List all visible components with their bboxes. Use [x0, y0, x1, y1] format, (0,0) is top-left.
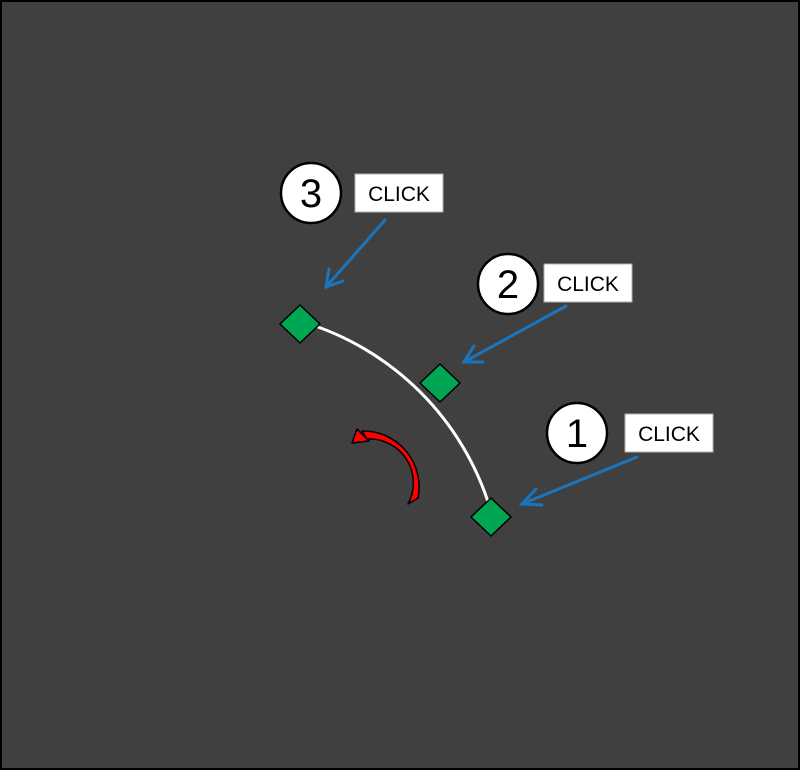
arrow-icon — [518, 455, 639, 507]
counterclockwise-arrow-icon — [351, 428, 420, 505]
step-2-callout: 2 CLICK — [476, 252, 633, 316]
step-2-badge — [476, 252, 540, 316]
step-2-label-box — [543, 263, 633, 303]
step-3-label: CLICK — [368, 183, 430, 206]
step-3-number: 3 — [300, 172, 322, 216]
step-1-number: 1 — [566, 412, 588, 456]
diamond-point-icon[interactable] — [418, 362, 462, 404]
arc-curve — [302, 320, 492, 509]
step-1-label: CLICK — [638, 423, 700, 446]
arrow-icon — [324, 218, 387, 290]
arrow-icon — [461, 304, 568, 364]
step-3-badge — [279, 161, 343, 225]
step-3-callout: 3 CLICK — [279, 161, 444, 225]
diamond-point-icon[interactable] — [469, 496, 513, 538]
diamond-point-icon[interactable] — [278, 303, 322, 345]
step-1-callout: 1 CLICK — [545, 401, 714, 465]
step-2-label: CLICK — [557, 273, 619, 296]
step-3-label-box — [354, 173, 444, 213]
step-1-label-box — [624, 413, 714, 453]
step-2-number: 2 — [497, 263, 519, 307]
step-1-badge — [545, 401, 609, 465]
